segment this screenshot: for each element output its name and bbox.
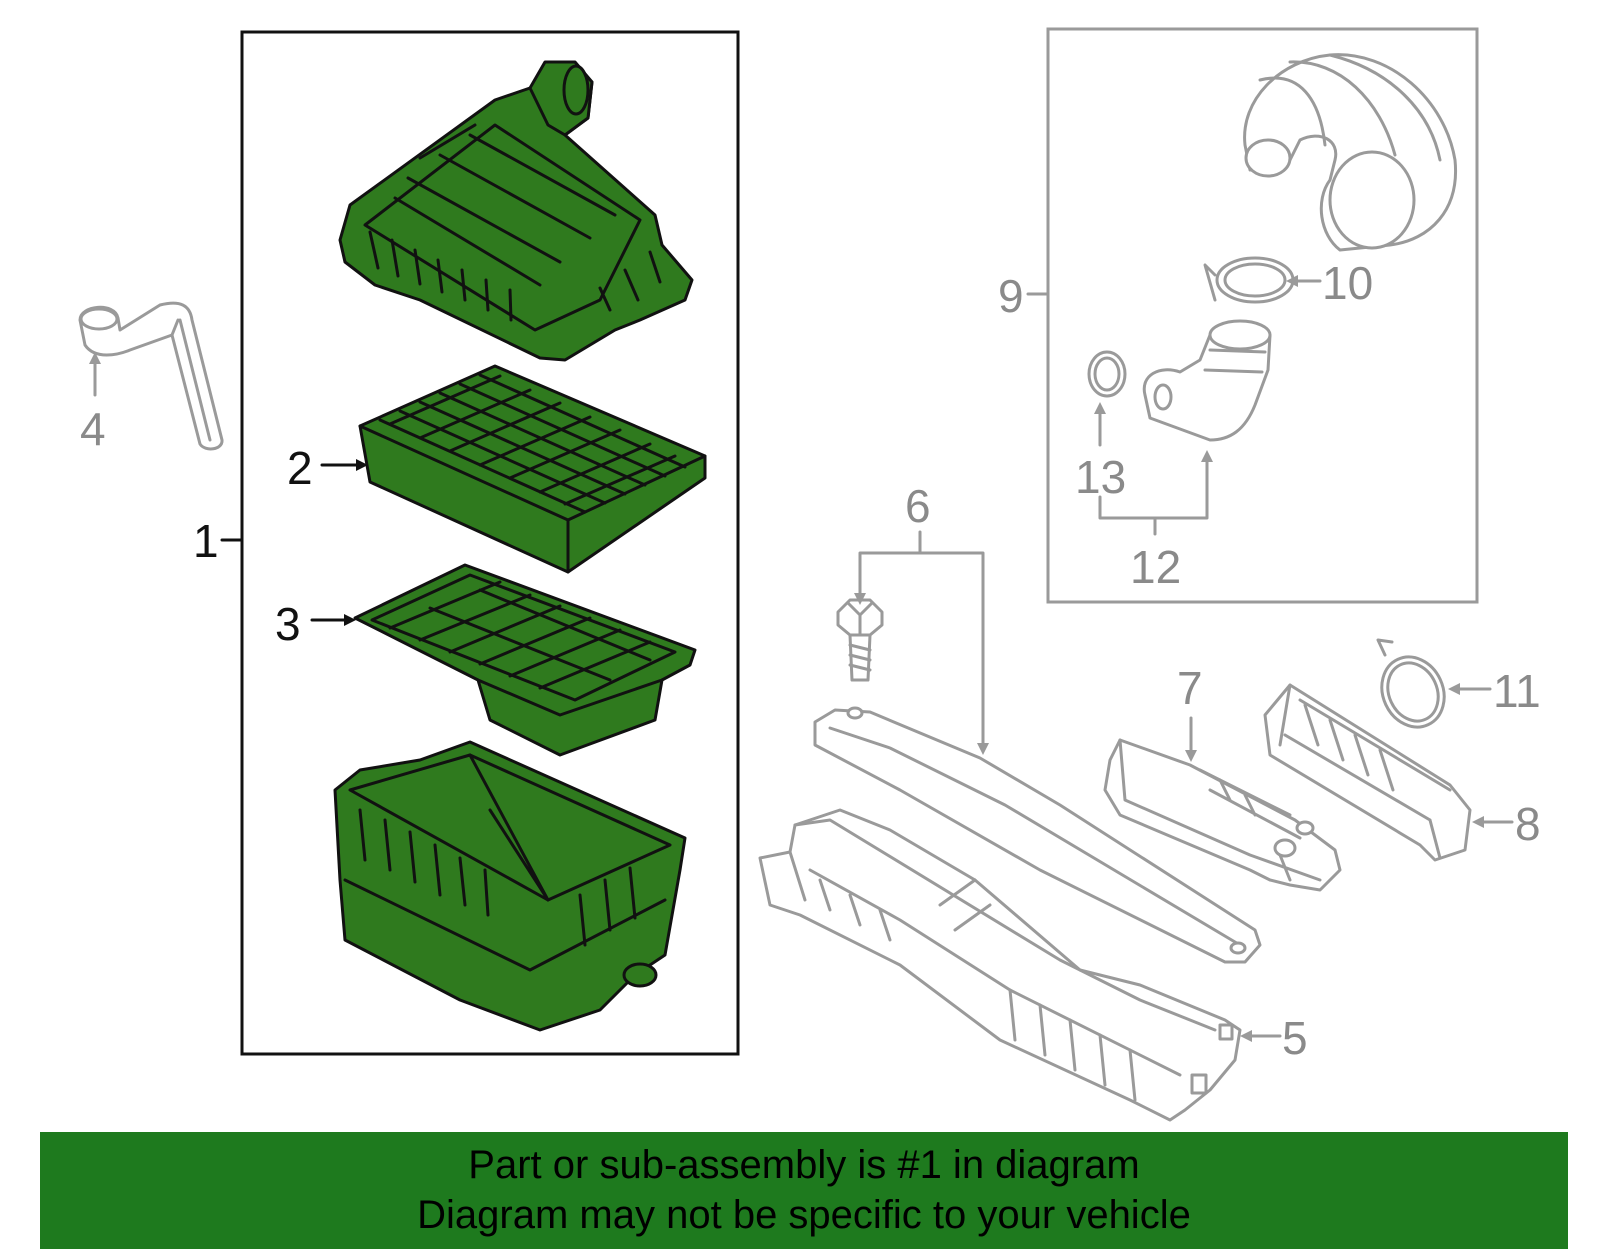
- air-filter-element[interactable]: [358, 364, 707, 574]
- arrow-12: [1201, 450, 1213, 462]
- intake-elbow-hose[interactable]: [1243, 53, 1458, 252]
- callout-8: 8: [1515, 798, 1541, 850]
- callout-13: 13: [1075, 451, 1126, 503]
- arrow-6a: [854, 593, 866, 605]
- callout-7: 7: [1177, 662, 1203, 714]
- callout-10: 10: [1322, 257, 1373, 309]
- arrow-13: [1094, 402, 1106, 414]
- assembly-1-frame: [240, 30, 740, 1056]
- callout-4: 4: [80, 403, 106, 455]
- banner-line-2: Diagram may not be specific to your vehi…: [417, 1193, 1191, 1237]
- hose-clamp-10[interactable]: [1203, 256, 1295, 304]
- callout-9: 9: [998, 270, 1024, 322]
- info-banner: Part or sub-assembly is #1 in diagram Di…: [40, 1132, 1568, 1249]
- air-duct-7[interactable]: [1103, 738, 1342, 892]
- hose-clamp-11[interactable]: [1371, 638, 1456, 737]
- arrow-11: [1448, 683, 1460, 695]
- baffle-6[interactable]: [813, 706, 1262, 964]
- vent-hose[interactable]: [78, 301, 224, 451]
- air-cleaner-upper-housing[interactable]: [338, 60, 694, 362]
- callout-1: 1: [193, 515, 219, 567]
- banner-line-1: Part or sub-assembly is #1 in diagram: [468, 1143, 1140, 1187]
- arrow-4: [89, 352, 101, 364]
- callout-5: 5: [1282, 1012, 1308, 1064]
- air-duct-5[interactable]: [758, 808, 1242, 1122]
- arrow-2: [356, 459, 368, 471]
- callout-6: 6: [905, 480, 931, 532]
- bolt-6[interactable]: [836, 598, 884, 682]
- arrow-10: [1286, 275, 1298, 287]
- callout-3: 3: [275, 598, 301, 650]
- arrow-7: [1185, 750, 1197, 762]
- air-cleaner-lower-housing[interactable]: [333, 740, 687, 1032]
- callout-11: 11: [1493, 665, 1541, 717]
- seal-ring-13[interactable]: [1087, 350, 1127, 398]
- callout-12: 12: [1130, 541, 1181, 593]
- arrow-3: [344, 614, 356, 626]
- kit-9-frame: [1046, 27, 1479, 604]
- arrow-6b: [977, 743, 989, 755]
- arrow-5: [1240, 1030, 1252, 1042]
- filter-tray[interactable]: [353, 563, 697, 757]
- air-duct-8[interactable]: [1263, 683, 1472, 862]
- intake-duct-12[interactable]: [1142, 319, 1272, 442]
- callout-2: 2: [287, 442, 313, 494]
- arrow-8: [1472, 816, 1484, 828]
